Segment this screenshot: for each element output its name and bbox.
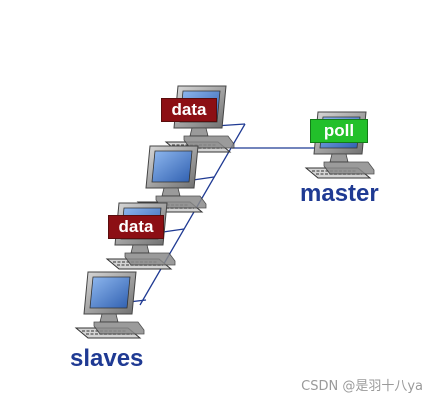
watermark-text: CSDN @是羽十八ya (301, 379, 423, 394)
master-label: master (300, 180, 379, 207)
poll-tag: poll (310, 119, 368, 143)
data-tag: data (108, 215, 164, 239)
computer-icon (75, 271, 145, 339)
bus-line (139, 123, 246, 306)
data-tag: data (161, 98, 217, 122)
slaves-label: slaves (70, 345, 144, 372)
